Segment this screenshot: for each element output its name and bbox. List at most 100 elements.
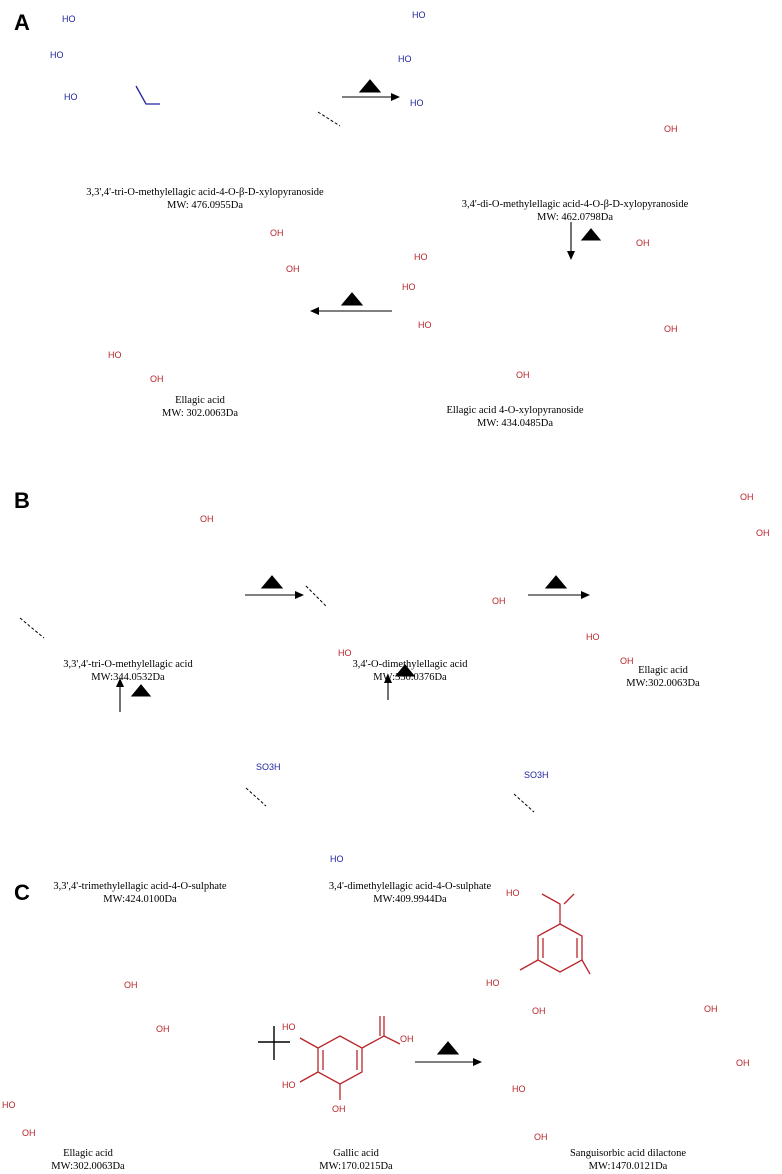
c3-oh-2: OH <box>704 1004 718 1014</box>
a3-ho-1: HO <box>414 252 428 262</box>
caption-b2-mw: MW:330.0376Da <box>373 672 447 683</box>
b1-core <box>32 504 218 664</box>
caption-c1-name: Ellagic acid <box>63 1148 113 1159</box>
a1-sugar-labels: HO HO HO <box>50 14 78 102</box>
a2-sugar-labels: HO HO HO <box>398 10 426 108</box>
c2-gallic <box>299 1016 401 1100</box>
b3-oh-2: OH <box>756 528 770 538</box>
c1-oh-3: OH <box>22 1128 36 1138</box>
a4-oh-1: OH <box>270 228 284 238</box>
c3-oh-4: OH <box>534 1132 548 1142</box>
arrow-c <box>415 1041 482 1066</box>
caption-b5-name: 3,4'-dimethylellagic acid-4-O-sulphate <box>328 881 492 892</box>
c2-ho-1: HO <box>282 1022 296 1032</box>
a4-oh-2: OH <box>286 264 300 274</box>
b5-so3h: SO3H <box>524 770 549 780</box>
a2-sugar <box>424 28 486 114</box>
caption-a2-mw: MW: 462.0798Da <box>536 212 614 223</box>
caption-a4-mw: MW: 302.0063Da <box>161 408 239 419</box>
a3-ho-2: HO <box>402 282 416 292</box>
c3-core <box>542 994 728 1154</box>
c2-ho-2: HO <box>282 1080 296 1090</box>
c3-oh-3: OH <box>736 1058 750 1068</box>
b3-oh-3: OH <box>620 656 634 666</box>
a4-core <box>122 224 308 384</box>
b4-so3h: SO3H <box>256 762 281 772</box>
caption-b3-mw: MW:302.0063Da <box>626 678 700 689</box>
caption-b4: 3,3',4'-trimethylellagic acid-4-O-sulpha… <box>53 880 226 906</box>
a3-oh-1: OH <box>636 238 650 248</box>
c1-oh-1: OH <box>124 980 138 990</box>
b5-core <box>314 714 500 874</box>
b2-core <box>302 504 488 664</box>
c1-core <box>0 1004 178 1164</box>
c3-ho-1: HO <box>506 888 520 898</box>
caption-a1-mw: MW: 476.0955Da <box>166 200 244 211</box>
c1-oh-2: OH <box>156 1024 170 1034</box>
c3-ho-3: HO <box>512 1084 526 1094</box>
a2-ho-1: HO <box>412 10 426 20</box>
c2-oh-2: OH <box>332 1104 346 1114</box>
panel-label-a: A <box>14 10 30 35</box>
caption-c1-mw: MW:302.0063Da <box>51 1161 125 1172</box>
a4-oh-3: OH <box>150 374 164 384</box>
a4-ho-1: HO <box>108 350 122 360</box>
caption-b4-name: 3,3',4'-trimethylellagic acid-4-O-sulpha… <box>53 881 227 892</box>
a1-linker <box>135 85 160 105</box>
a1-ho-3: HO <box>64 92 78 102</box>
caption-b1-mw: MW:344.0532Da <box>91 672 165 683</box>
arrow-a3-a4 <box>310 292 392 315</box>
b4-core <box>42 722 228 882</box>
panel-label-b: B <box>14 488 30 513</box>
caption-b2-name: 3,4'-O-dimethylellagic acid <box>352 659 468 670</box>
arrow-a1-a2 <box>342 79 400 101</box>
a1-ho-1: HO <box>62 14 76 24</box>
a3-core <box>472 234 658 394</box>
a3-sugar <box>426 232 488 318</box>
c3-ho-2: HO <box>486 978 500 988</box>
b1-oh: OH <box>200 514 214 524</box>
a3-ho-3: HO <box>418 320 432 330</box>
caption-b5-mw: MW:409.9944Da <box>373 894 447 905</box>
a1-ho-2: HO <box>50 50 64 60</box>
a3-oh-3: OH <box>516 370 530 380</box>
b2-oh-1: OH <box>492 596 506 606</box>
b3-core <box>592 504 778 664</box>
caption-a3-mw: MW: 434.0485Da <box>476 418 554 429</box>
arrow-b4-b1 <box>116 678 152 712</box>
caption-c2-mw: MW:170.0215Da <box>319 1161 393 1172</box>
caption-a2-name: 3,4'-di-O-methylellagic acid-4-O-β-D-xyl… <box>461 199 689 210</box>
plus-sign <box>258 1026 290 1060</box>
caption-a1: 3,3',4'-tri-O-methylellagic acid-4-O-β-D… <box>86 186 323 212</box>
b3-oh-1: OH <box>740 492 754 502</box>
arrow-b1-b2 <box>245 575 304 599</box>
panel-label-c: C <box>14 880 30 905</box>
arrow-b5-b2 <box>384 664 416 700</box>
a2-core <box>472 34 658 194</box>
a3-oh-2: OH <box>664 324 678 334</box>
a2-oh: OH <box>664 124 678 134</box>
b3-ho-1: HO <box>586 632 600 642</box>
c2-oh-1: OH <box>400 1034 414 1044</box>
c1-ho-1: HO <box>2 1100 16 1110</box>
caption-a4-name: Ellagic acid <box>175 395 225 406</box>
caption-a3-name: Ellagic acid 4-O-xylopyranoside <box>446 405 584 416</box>
caption-c3-name: Sanguisorbic acid dilactone <box>569 1148 687 1159</box>
b5-ho: HO <box>330 854 344 864</box>
caption-a1-name: 3,3',4'-tri-O-methylellagic acid-4-O-β-D… <box>86 187 324 198</box>
a3-labels: HO HO HO <box>402 252 432 330</box>
caption-a2: 3,4'-di-O-methylellagic acid-4-O-β-D-xyl… <box>462 198 689 224</box>
a1-sugar <box>74 28 136 114</box>
c3-gallic-part <box>519 893 591 975</box>
caption-b1-name: 3,3',4'-tri-O-methylellagic acid <box>63 659 193 670</box>
caption-b4-mw: MW:424.0100Da <box>103 894 177 905</box>
